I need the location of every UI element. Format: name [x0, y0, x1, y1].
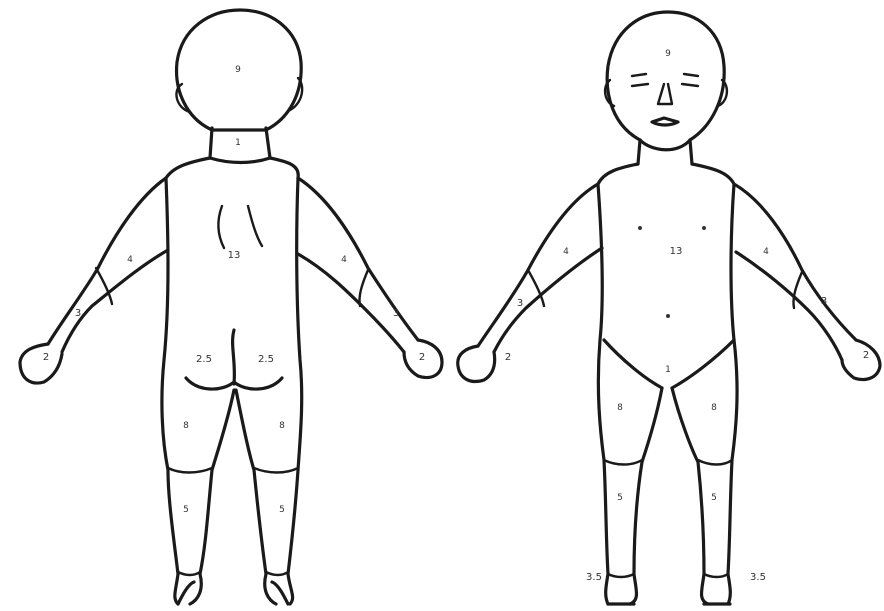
back-right-ankle	[266, 572, 288, 575]
front-label-upper-arm-left: 4	[563, 247, 569, 257]
front-left-ankle	[608, 574, 634, 577]
front-label-genital: 1	[665, 365, 671, 375]
back-left-foot	[178, 582, 194, 604]
front-left-nipple-mark	[638, 226, 642, 230]
front-label-trunk: 13	[670, 246, 683, 257]
front-label-foot-left: 3.5	[586, 572, 602, 583]
back-right-arm-upper	[298, 178, 418, 340]
front-right-ankle	[704, 574, 728, 577]
front-neck-left	[638, 140, 640, 164]
back-left-scapula	[218, 206, 224, 248]
front-inner-right-leg	[672, 388, 708, 604]
back-label-buttock-right: 2.5	[258, 354, 274, 365]
front-chin	[640, 140, 690, 150]
back-right-elbow	[359, 270, 368, 306]
back-label-leg-left: 5	[183, 505, 189, 515]
back-body-right-outline	[270, 158, 302, 604]
front-head-outline	[607, 12, 724, 140]
front-inner-left-leg	[630, 388, 662, 604]
front-groin-line	[604, 340, 734, 388]
back-right-scapula	[248, 206, 262, 246]
front-mouth	[652, 118, 678, 125]
front-label-thigh-right: 8	[711, 403, 717, 413]
back-inner-right-leg	[236, 390, 276, 604]
front-right-knee	[698, 460, 732, 465]
back-label-forearm-left: 3	[75, 308, 81, 319]
front-body-left-outline	[598, 164, 638, 604]
back-label-trunk: 13	[228, 250, 241, 261]
back-left-elbow	[96, 268, 112, 304]
back-body-left-outline	[162, 158, 210, 604]
front-label-head: 9	[665, 49, 671, 59]
front-body-right-outline	[692, 164, 737, 604]
back-right-foot	[272, 582, 288, 604]
back-label-hand-right: 2	[419, 352, 425, 363]
back-left-knee	[168, 468, 212, 473]
front-label-hand-right: 2	[863, 350, 869, 361]
front-right-nipple-mark	[702, 226, 706, 230]
back-view-figure	[20, 10, 442, 604]
front-navel-mark	[666, 314, 670, 318]
back-label-upper-arm-right: 4	[341, 255, 347, 265]
front-label-leg-right: 5	[711, 493, 717, 503]
back-left-hand	[20, 344, 62, 383]
back-label-leg-right: 5	[279, 505, 285, 515]
back-label-hand-left: 2	[43, 352, 49, 363]
front-label-hand-left: 2	[505, 352, 511, 363]
back-view-labels: 9 1 13 4 4 3 3 2 2 2.5 2.5 8 8 5 5	[43, 65, 425, 515]
front-left-hand	[458, 346, 495, 381]
front-left-eye	[632, 74, 648, 86]
front-right-hand	[842, 340, 880, 380]
back-label-neck: 1	[235, 138, 241, 148]
back-gluteal-cleft	[233, 330, 235, 384]
front-label-leg-left: 5	[617, 493, 623, 503]
front-label-upper-arm-right: 4	[763, 247, 769, 257]
front-label-thigh-left: 8	[617, 403, 623, 413]
back-label-head: 9	[235, 65, 241, 75]
back-label-thigh-left: 8	[183, 421, 189, 431]
back-right-arm-lower	[298, 254, 404, 352]
back-label-buttock-left: 2.5	[196, 354, 212, 365]
front-right-eye	[682, 74, 698, 86]
front-label-forearm-left: 3	[517, 298, 523, 309]
front-nose	[658, 84, 672, 104]
front-neck-right	[690, 140, 692, 164]
front-label-forearm-right: 3	[821, 296, 827, 307]
back-left-ankle	[178, 572, 200, 575]
front-left-knee	[604, 460, 642, 465]
front-chest-marks	[638, 226, 706, 318]
back-label-thigh-right: 8	[279, 421, 285, 431]
front-label-foot-right: 3.5	[750, 572, 766, 583]
back-inner-left-leg	[190, 390, 234, 604]
back-right-knee	[254, 468, 298, 473]
back-label-upper-arm-left: 4	[127, 255, 133, 265]
back-label-forearm-right: 3	[393, 308, 399, 319]
